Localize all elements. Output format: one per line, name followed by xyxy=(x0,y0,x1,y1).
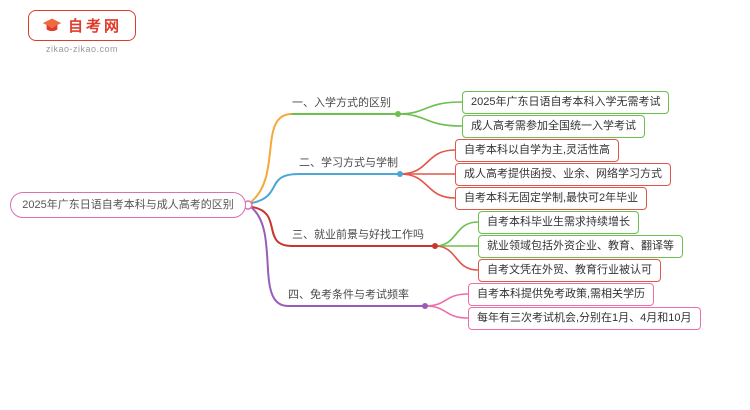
leaf-career-1: 自考本科毕业生需求持续增长 xyxy=(478,211,639,234)
logo-text: 自考网 xyxy=(67,18,122,35)
leaf-exemption-2: 每年有三次考试机会,分别在1月、4月和10月 xyxy=(468,307,701,330)
leaf-study-mode-1: 自考本科以自学为主,灵活性高 xyxy=(455,139,620,162)
leaf-study-mode-2: 成人高考提供函授、业余、网络学习方式 xyxy=(455,163,671,186)
leaf-entry-method-1: 2025年广东日语自考本科入学无需考试 xyxy=(462,91,670,114)
logo-box: 自考网 xyxy=(28,10,136,41)
logo-domain: zikao-zikao.com xyxy=(45,44,119,54)
graduation-cap-icon xyxy=(42,16,62,36)
branch-2-label: 二、学习方式与学制 xyxy=(299,157,398,169)
leaf-study-mode-3: 自考本科无固定学制,最快可2年毕业 xyxy=(455,187,648,210)
leaf-exemption-1: 自考本科提供免考政策,需相关学历 xyxy=(468,283,655,306)
root-topic: 2025年广东日语自考本科与成人高考的区别 xyxy=(10,192,246,218)
branch-4-label: 四、免考条件与考试频率 xyxy=(288,289,409,301)
leaf-career-2: 就业领域包括外资企业、教育、翻译等 xyxy=(478,235,683,258)
branch-1-label: 一、入学方式的区别 xyxy=(292,97,391,109)
branch-3-label: 三、就业前景与好找工作吗 xyxy=(292,229,424,241)
leaf-career-3: 自考文凭在外贸、教育行业被认可 xyxy=(478,259,661,282)
site-logo: 自考网 zikao-zikao.com xyxy=(28,10,136,54)
leaf-entry-method-2: 成人高考需参加全国统一入学考试 xyxy=(462,115,645,138)
